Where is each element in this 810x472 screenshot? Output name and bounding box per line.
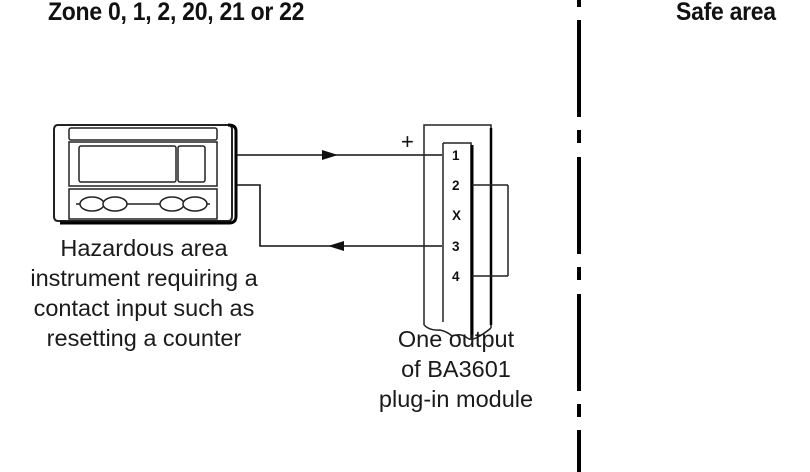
caption-line: One output — [397, 326, 515, 352]
terminal-4-label: 4 — [452, 269, 460, 284]
panel-meter-icon — [53, 123, 238, 225]
safe-area-title: Safe area — [676, 0, 776, 26]
caption-line: of BA3601 — [401, 356, 511, 382]
terminal-block-icon — [423, 124, 509, 341]
zone-boundary-line — [577, 0, 581, 472]
arrow-left-icon — [328, 241, 344, 251]
terminal-1-label: 1 — [452, 148, 460, 163]
terminal-3-label: 3 — [452, 239, 460, 254]
positive-polarity-label: + — [401, 129, 414, 154]
module-caption: One output of BA3601 plug-in module — [356, 324, 556, 414]
hazardous-zone-title: Zone 0, 1, 2, 20, 21 or 22 — [48, 0, 305, 26]
wire-to-terminal-1 — [236, 150, 442, 160]
wire-from-terminal-3 — [236, 184, 442, 251]
caption-line: resetting a counter — [46, 325, 242, 351]
terminal-2-label: 2 — [452, 178, 460, 193]
terminal-x-label: X — [452, 208, 461, 223]
instrument-caption: Hazardous area instrument requiring a co… — [0, 233, 288, 353]
caption-line: Hazardous area — [60, 235, 228, 261]
caption-line: plug-in module — [378, 386, 534, 412]
caption-line: contact input such as — [33, 295, 255, 321]
caption-line: instrument requiring a — [30, 265, 258, 291]
arrow-right-icon — [322, 150, 338, 160]
